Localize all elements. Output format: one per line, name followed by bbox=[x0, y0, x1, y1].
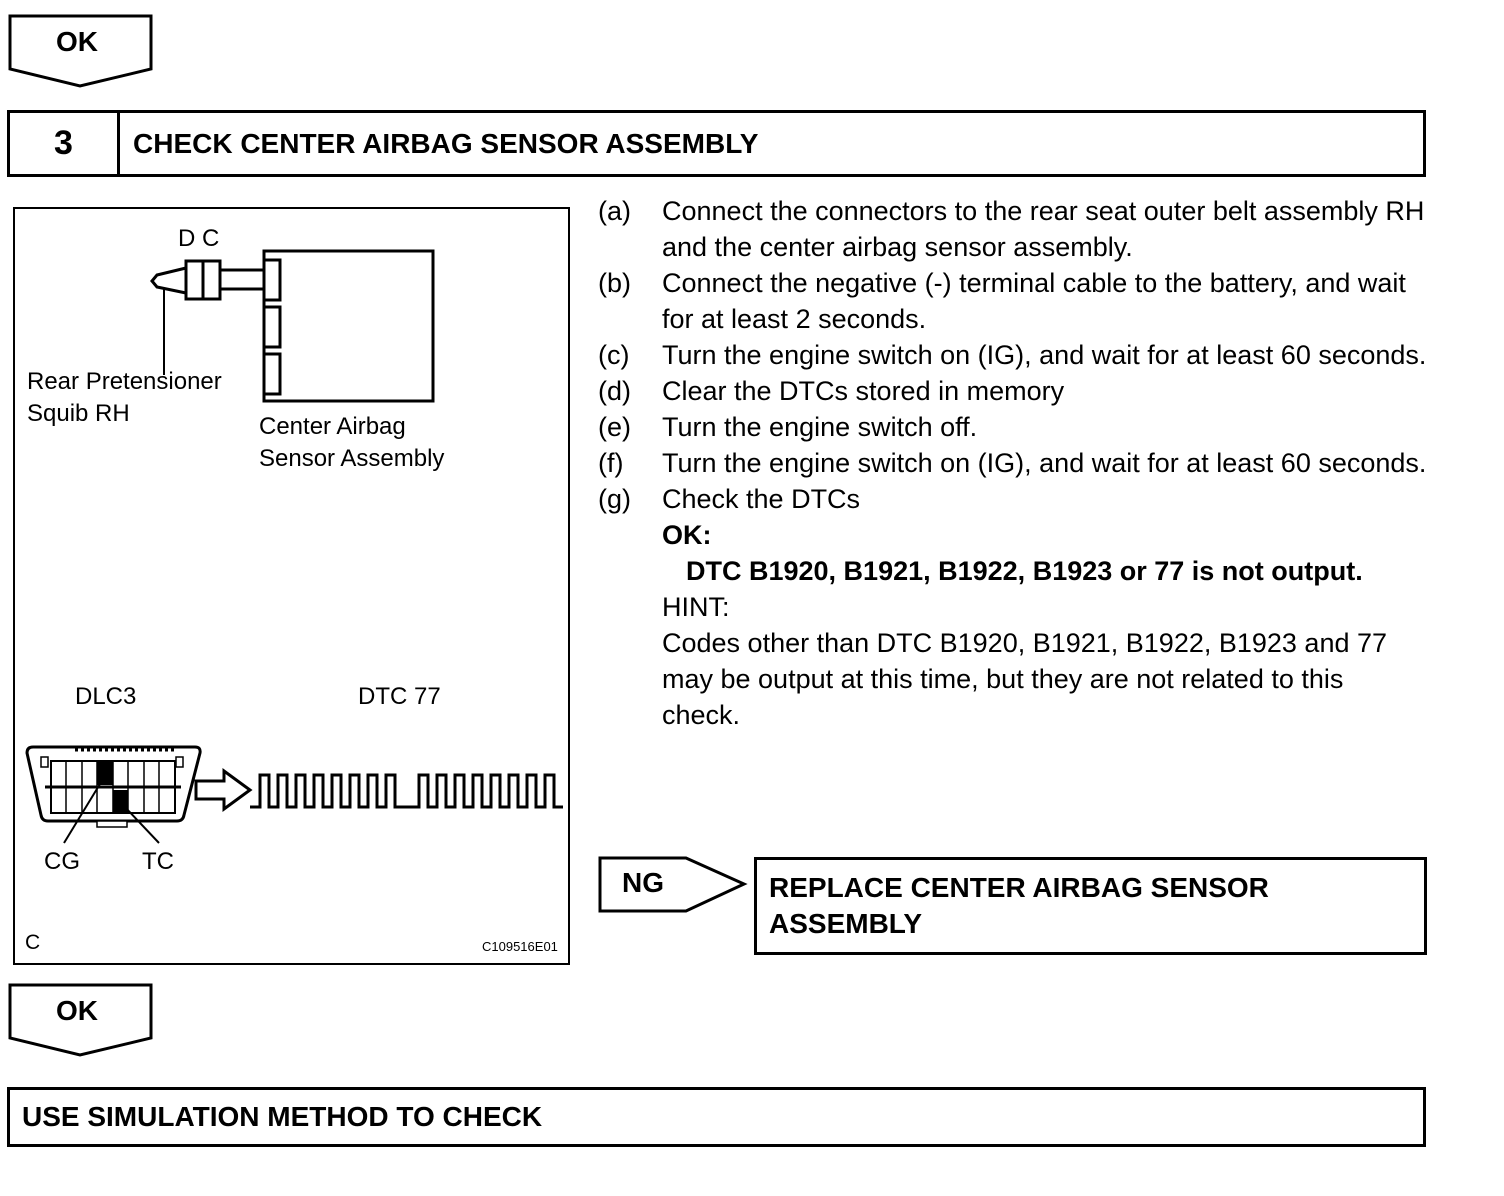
step-header: 3 CHECK CENTER AIRBAG SENSOR ASSEMBLY bbox=[7, 110, 1426, 177]
hint-heading: HINT: bbox=[662, 592, 730, 622]
instruction-item: (e) Turn the engine switch off. bbox=[598, 409, 1428, 445]
step-number: 3 bbox=[10, 113, 120, 174]
instruction-text: Check the DTCs bbox=[662, 484, 861, 514]
ok-criteria: DTC B1920, B1921, B1922, B1923 or 77 is … bbox=[686, 556, 1363, 586]
squib-label-line1: Rear Pretensioner bbox=[27, 368, 222, 395]
instruction-item: (d) Clear the DTCs stored in memory bbox=[598, 373, 1428, 409]
step-title: CHECK CENTER AIRBAG SENSOR ASSEMBLY bbox=[133, 128, 759, 159]
figure-corner-letter: C bbox=[25, 931, 41, 954]
instruction-text: Turn the engine switch on (IG), and wait… bbox=[662, 340, 1427, 370]
tc-terminal bbox=[113, 790, 128, 813]
instruction-tag: (d) bbox=[598, 376, 631, 406]
sensor-assembly-box bbox=[262, 249, 435, 403]
squib-tip bbox=[150, 266, 188, 295]
ok-heading: OK: bbox=[662, 520, 712, 550]
ng-arrow-label: NG bbox=[622, 867, 664, 898]
instruction-tag: (f) bbox=[598, 448, 624, 478]
instruction-text: Connect the connectors to the rear seat … bbox=[662, 196, 1425, 262]
instruction-text: Turn the engine switch on (IG), and wait… bbox=[662, 448, 1427, 478]
ok-arrow-bottom-label: OK bbox=[56, 995, 98, 1026]
dc-connector-label: D C bbox=[178, 225, 220, 252]
hint-text: Codes other than DTC B1920, B1921, B1922… bbox=[662, 628, 1388, 730]
dtc77-label: DTC 77 bbox=[358, 683, 441, 710]
instruction-tag: (e) bbox=[598, 412, 631, 442]
instruction-text: Turn the engine switch off. bbox=[662, 412, 978, 442]
instruction-text: Connect the negative (-) terminal cable … bbox=[662, 268, 1406, 334]
instruction-tag: (a) bbox=[598, 196, 631, 226]
wire-harness bbox=[218, 268, 266, 291]
instruction-tag: (b) bbox=[598, 268, 631, 298]
result-block: OK: DTC B1920, B1921, B1922, B1923 or 77… bbox=[598, 517, 1428, 733]
cg-label: CG bbox=[44, 848, 80, 875]
sensor-pin-3 bbox=[262, 352, 282, 396]
instruction-tag: (g) bbox=[598, 484, 631, 514]
ok-arrow-bottom-shape bbox=[8, 983, 153, 1057]
sensor-pin-2 bbox=[262, 305, 282, 349]
tc-label: TC bbox=[142, 848, 174, 875]
instruction-item: (f) Turn the engine switch on (IG), and … bbox=[598, 445, 1428, 481]
instruction-tag: (c) bbox=[598, 340, 630, 370]
sensor-label-line1: Center Airbag bbox=[259, 413, 406, 440]
ok-arrow-top: OK bbox=[8, 14, 153, 88]
wiring-figure: D C Rear Pretensioner Squib RH Center Ai… bbox=[13, 207, 570, 965]
instruction-item: (g) Check the DTCs bbox=[598, 481, 1428, 517]
squib-label-line2: Squib RH bbox=[27, 400, 130, 427]
dlc3-label: DLC3 bbox=[75, 683, 137, 710]
instruction-item: (c) Turn the engine switch on (IG), and … bbox=[598, 337, 1428, 373]
sensor-pin-1 bbox=[262, 258, 282, 302]
ng-arrow-shape bbox=[598, 856, 748, 913]
instruction-item: (a) Connect the connectors to the rear s… bbox=[598, 193, 1428, 265]
final-step-box: USE SIMULATION METHOD TO CHECK bbox=[7, 1087, 1426, 1147]
ok-arrow-top-shape bbox=[8, 14, 153, 88]
dtc77-waveform bbox=[250, 773, 563, 809]
figure-drawing bbox=[25, 249, 563, 844]
ok-arrow-bottom: OK bbox=[8, 983, 153, 1057]
sensor-label-line2: Sensor Assembly bbox=[259, 445, 445, 472]
figure-code: C109516E01 bbox=[482, 939, 558, 954]
signal-arrow bbox=[194, 768, 253, 812]
instructions-list: (a) Connect the connectors to the rear s… bbox=[598, 193, 1428, 733]
ng-action-box: REPLACE CENTER AIRBAG SENSOR ASSEMBLY bbox=[754, 857, 1427, 955]
instruction-text: Clear the DTCs stored in memory bbox=[662, 376, 1065, 406]
ok-arrow-top-label: OK bbox=[56, 26, 98, 57]
ng-arrow: NG bbox=[598, 856, 748, 914]
cg-terminal bbox=[97, 761, 113, 785]
instruction-item: (b) Connect the negative (-) terminal ca… bbox=[598, 265, 1428, 337]
